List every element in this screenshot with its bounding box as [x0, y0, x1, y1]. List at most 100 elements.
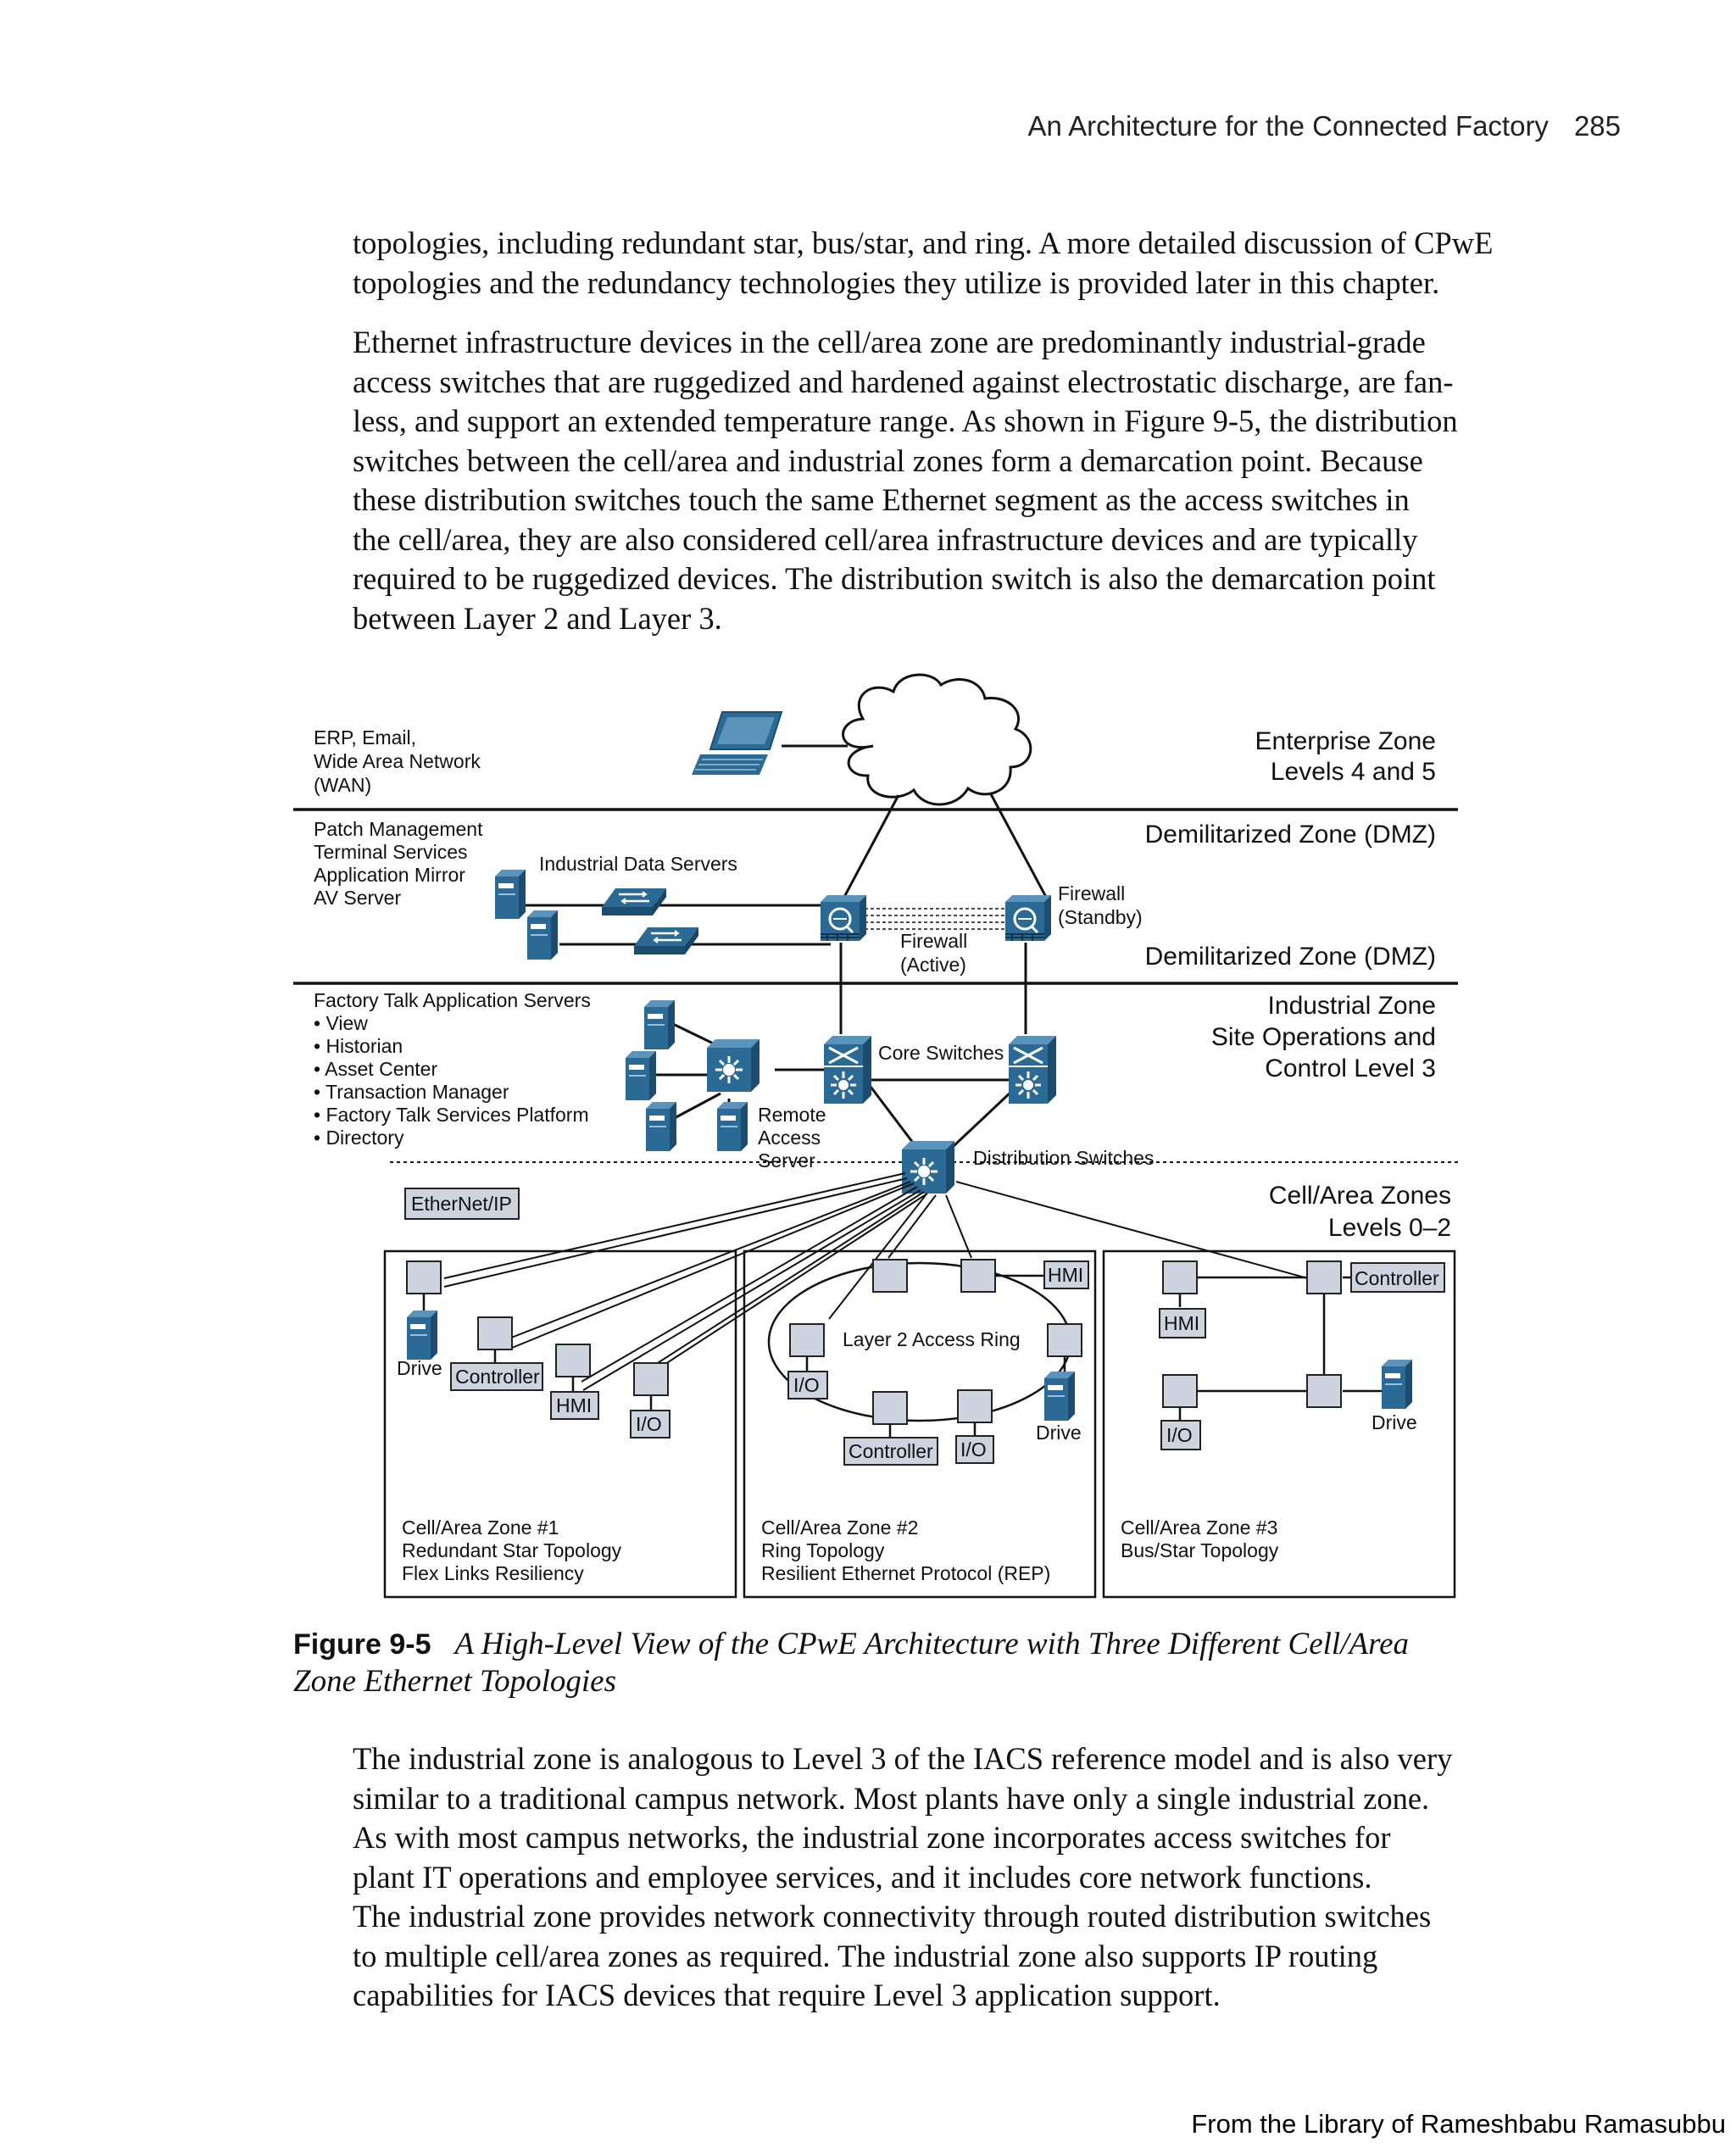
zone3-hmi-tag	[1159, 1308, 1206, 1338]
zone3-controller-label: Controller	[1355, 1267, 1439, 1289]
zone1-hmi-label: HMI	[556, 1394, 592, 1416]
zone1-caption: Cell/Area Zone #1 Redundant Star Topolog…	[402, 1516, 622, 1584]
switch-icon	[600, 887, 668, 917]
access-device-box	[1306, 1260, 1342, 1294]
zone1-io-label: I/O	[636, 1413, 662, 1435]
label-line: Wide Area Network	[314, 750, 481, 772]
label-line: Resilient Ethernet Protocol (REP)	[761, 1562, 1050, 1584]
laptop-icon	[692, 711, 783, 775]
server-icon	[495, 870, 526, 919]
firewall-active-icon	[819, 893, 868, 943]
zone2-hmi-tag	[1043, 1260, 1089, 1289]
server-icon	[527, 910, 558, 960]
access-switch-icon	[705, 1038, 761, 1093]
zone3-drive-label: Drive	[1372, 1411, 1417, 1433]
access-device-box	[872, 1259, 908, 1293]
text-line: the cell/area, they are also considered …	[353, 521, 1418, 557]
server-icon	[644, 1000, 675, 1049]
drive-icon	[1044, 1372, 1075, 1421]
zone2-caption: Cell/Area Zone #2 Ring Topology Resilien…	[761, 1516, 1050, 1584]
access-device-box	[555, 1344, 591, 1377]
enterprise-left-labels: ERP, Email, Wide Area Network (WAN)	[314, 726, 481, 796]
label-line: Cell/Area Zones	[1269, 1182, 1451, 1210]
zone2-controller-tag	[843, 1437, 938, 1466]
access-device-box	[789, 1323, 825, 1357]
header-title: An Architecture for the Connected Factor…	[1027, 110, 1549, 142]
label-line: (WAN)	[314, 774, 371, 796]
label-line: Access	[758, 1127, 821, 1149]
zone1-io-tag	[630, 1410, 670, 1438]
zone1-controller-tag	[450, 1362, 543, 1391]
remote-access-server-icon	[717, 1102, 748, 1151]
zone3-io-tag	[1160, 1420, 1201, 1450]
text-line: similar to a traditional campus network.…	[353, 1780, 1430, 1816]
access-device-box	[406, 1260, 442, 1294]
distribution-fanout-links	[443, 1172, 1315, 1391]
access-device-box	[1306, 1374, 1342, 1408]
zone2-drive-label: Drive	[1036, 1422, 1082, 1444]
zone3-hmi-label: HMI	[1164, 1312, 1199, 1334]
access-device-box	[960, 1259, 996, 1293]
label-line: Application Mirror	[314, 864, 465, 886]
firewall-active-label: Firewall (Active)	[900, 930, 967, 976]
access-device-box	[1047, 1323, 1082, 1357]
firewall-standby-icon	[1004, 893, 1053, 943]
label-line: Cell/Area Zone #3	[1121, 1516, 1277, 1539]
label-line: Levels 0–2	[1328, 1214, 1451, 1242]
zone2-controller-label: Controller	[849, 1440, 933, 1462]
core-switch-icon	[1007, 1034, 1058, 1105]
label-line: • Historian	[314, 1035, 403, 1057]
label-line: Levels 4 and 5	[1271, 758, 1436, 786]
firewall-sync-links	[865, 908, 1009, 930]
label-line: (Standby)	[1058, 906, 1143, 928]
zone2-hmi-label: HMI	[1048, 1264, 1083, 1286]
label-line: • Directory	[314, 1127, 404, 1149]
server-icon	[646, 1102, 676, 1151]
text-line: As with most campus networks, the indust…	[353, 1820, 1391, 1855]
cell-zone-3-box	[1102, 1249, 1456, 1599]
label-line: • Asset Center	[314, 1058, 437, 1080]
label-line: (Active)	[900, 954, 966, 976]
label-line: • Factory Talk Services Platform	[314, 1104, 589, 1126]
cell-zones-label: Cell/Area Zones Levels 0–2	[1269, 1182, 1451, 1242]
dmz-left-labels: Patch Management Terminal Services Appli…	[314, 818, 483, 909]
label-line: Redundant Star Topology	[402, 1539, 622, 1561]
text-line: switches between the cell/area and indus…	[353, 442, 1423, 478]
zone3-bus-links	[1178, 1276, 1383, 1421]
label-line: • View	[314, 1012, 368, 1034]
core-switches-label: Core Switches	[878, 1042, 1004, 1064]
label-line: Remote	[758, 1104, 826, 1126]
cloud-icon	[842, 673, 1032, 806]
label-line: Server	[758, 1149, 815, 1171]
label-line: Firewall	[1058, 882, 1125, 904]
zone2-io-left-tag	[787, 1371, 828, 1400]
remote-access-label: Remote Access Server	[758, 1104, 826, 1171]
industrial-zone-label: Industrial Zone Site Operations and Cont…	[1211, 992, 1436, 1082]
label-line: • Transaction Manager	[314, 1081, 509, 1103]
label-line: Control Level 3	[1265, 1055, 1436, 1082]
access-device-box	[872, 1391, 908, 1425]
figure-label: Figure 9-5	[293, 1628, 431, 1661]
dmz-bottom-label: Demilitarized Zone (DMZ)	[1145, 943, 1436, 971]
label-line: Cell/Area Zone #1	[402, 1516, 559, 1539]
ethernet-ip-tag	[404, 1188, 520, 1220]
text-line: Ethernet infrastructure devices in the c…	[353, 325, 1426, 359]
zone2-io-bottom-label: I/O	[960, 1438, 987, 1461]
paragraph-1: topologies, including redundant star, bu…	[353, 224, 1514, 303]
label-line: Firewall	[900, 930, 967, 952]
cell-zone-2-box	[743, 1249, 1097, 1599]
distribution-switches-label: Distribution Switches	[973, 1147, 1154, 1169]
ethernet-ip-label: EtherNet/IP	[411, 1193, 512, 1215]
text-line: capabilities for IACS devices that requi…	[353, 1978, 1221, 2012]
switch-icon	[632, 926, 700, 956]
zone2-ring-label: Layer 2 Access Ring	[843, 1328, 1021, 1350]
text-line: topologies and the redundancy technologi…	[353, 264, 1440, 300]
zone2-io-left-label: I/O	[793, 1374, 820, 1396]
text-line: access switches that are ruggedized and …	[353, 364, 1454, 399]
label-line: Patch Management	[314, 818, 483, 840]
drive-icon	[407, 1311, 437, 1360]
cloud-link-active	[842, 794, 900, 899]
industrial-data-servers-label: Industrial Data Servers	[539, 853, 737, 875]
access-device-box	[1162, 1374, 1198, 1408]
